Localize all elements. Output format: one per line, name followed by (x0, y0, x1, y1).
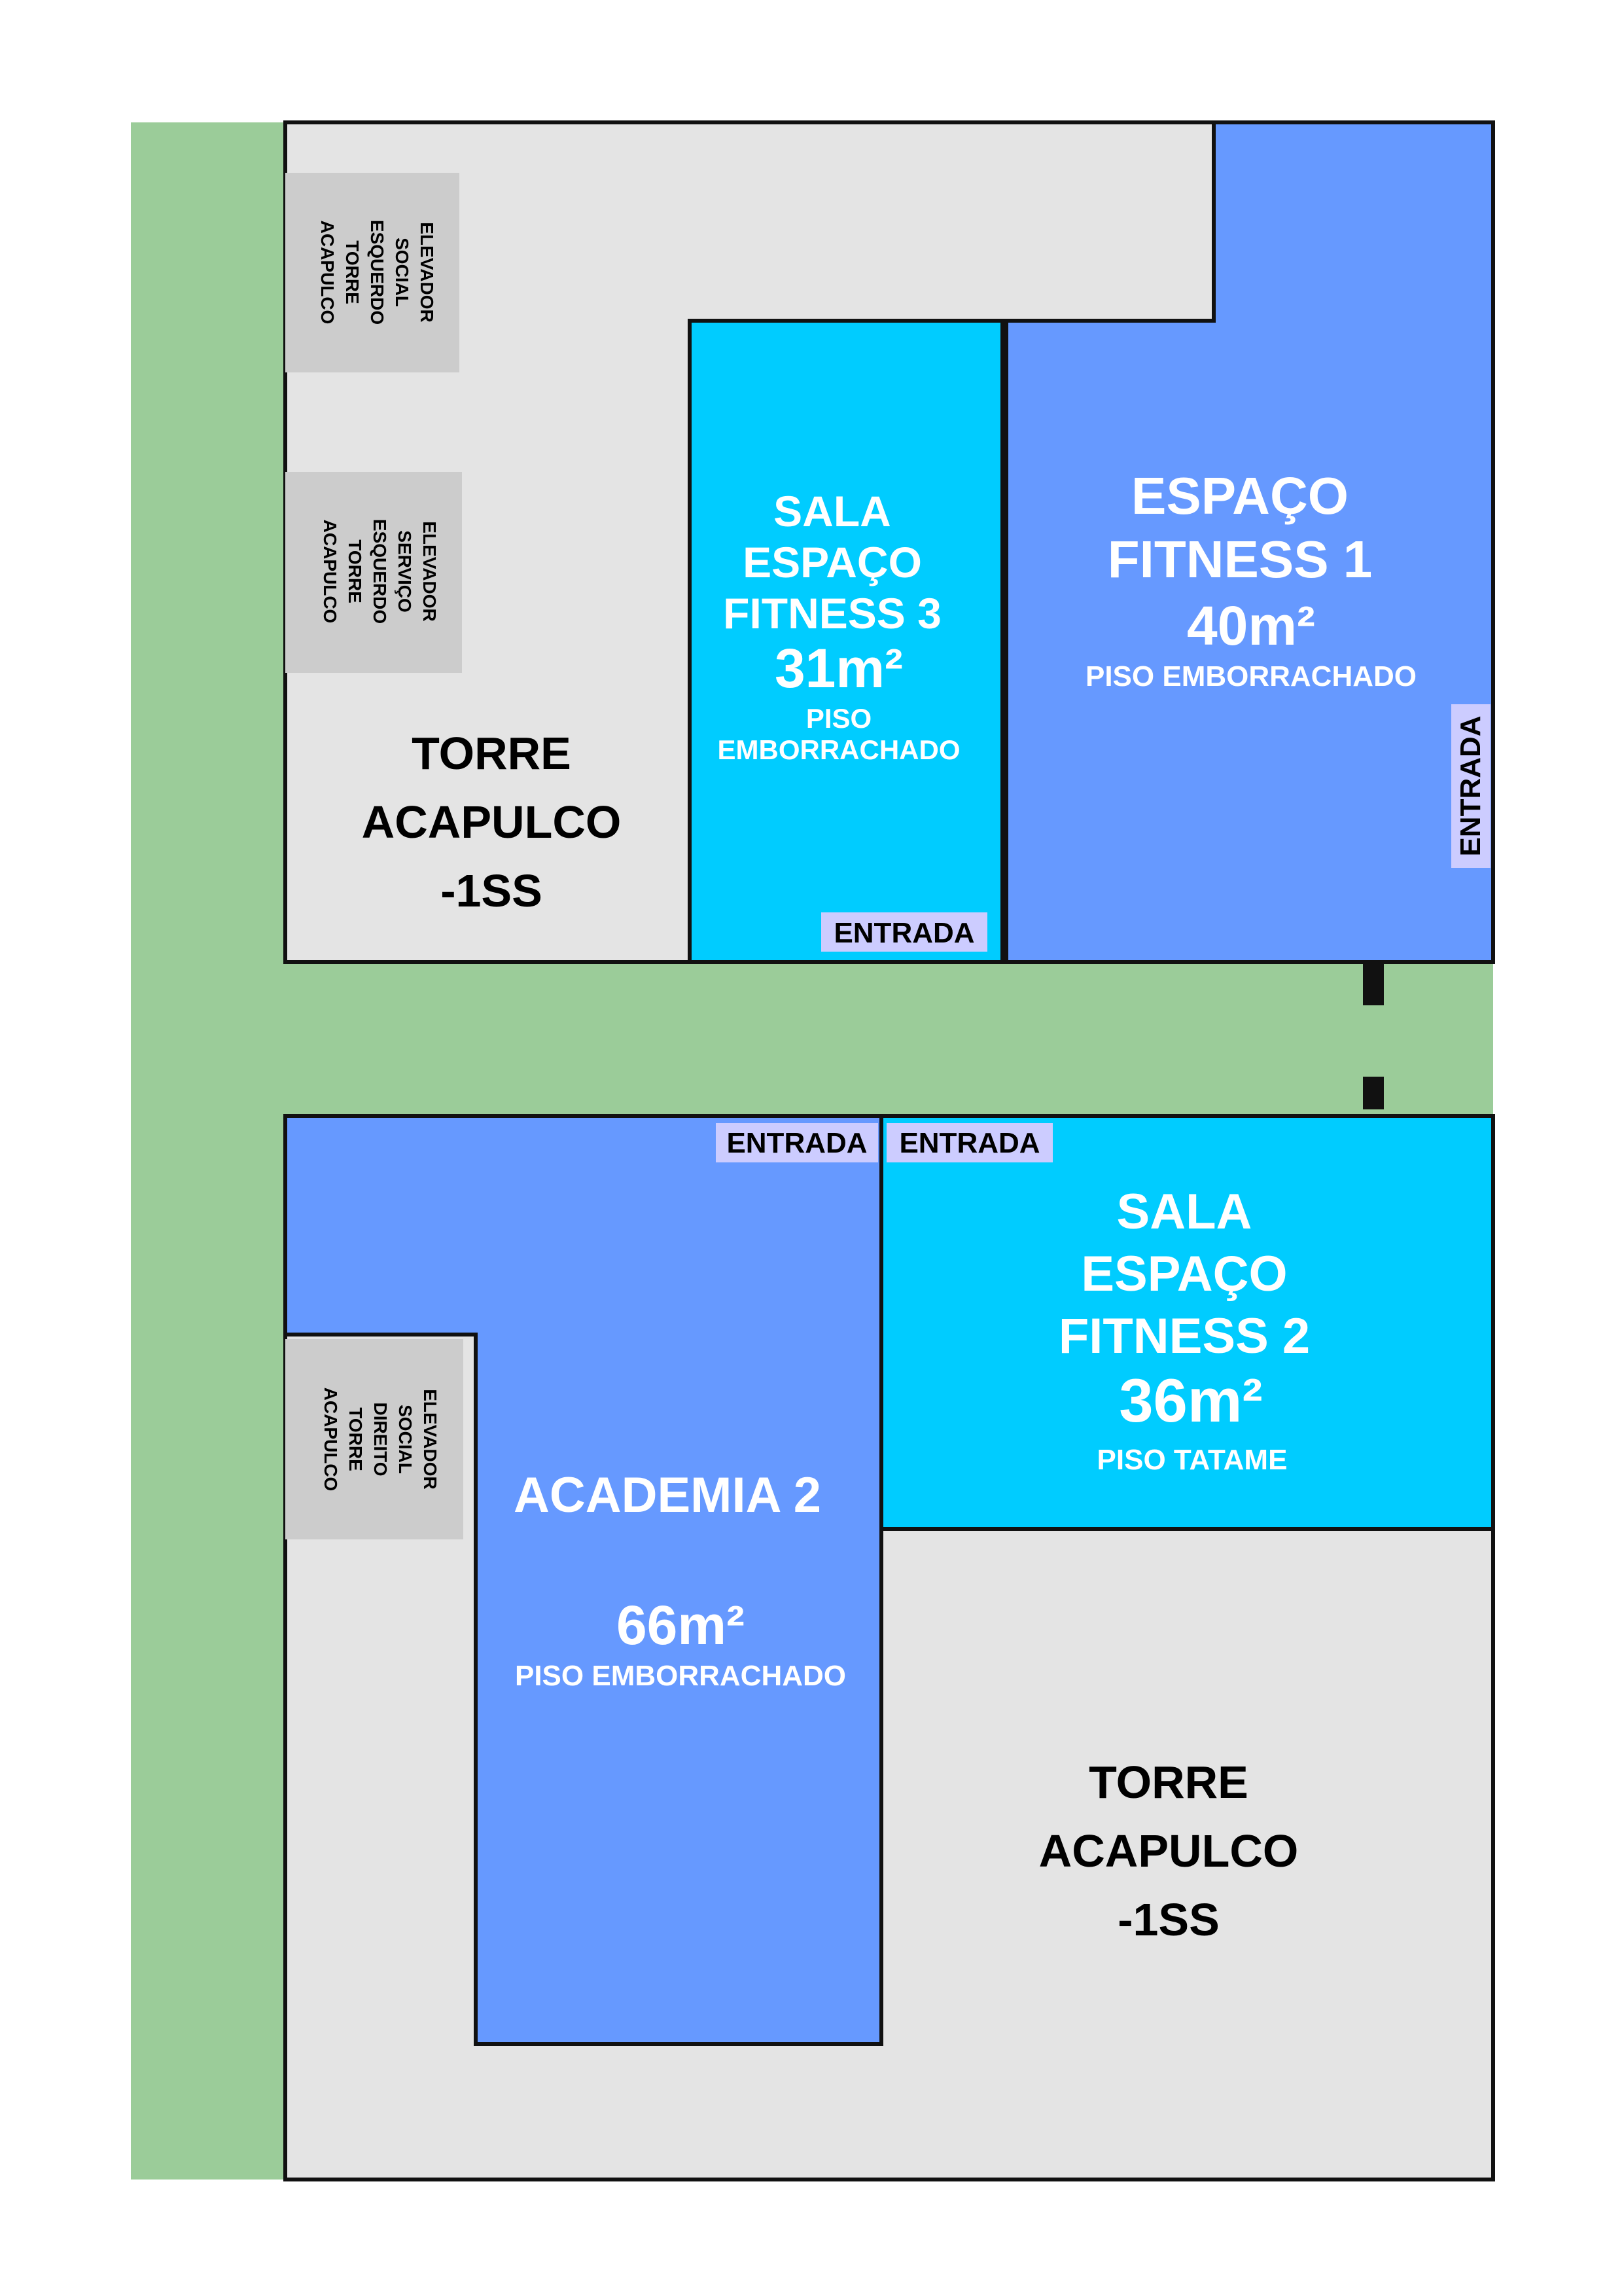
elevator-social-right (285, 1339, 463, 1539)
elevator-text-line: ELEVADOR (419, 521, 440, 622)
lower-tower-label: TORRE ACAPULCO -1SS (1039, 1757, 1299, 1945)
entry-tag-fitness2[interactable] (887, 1123, 1053, 1162)
elevator-text-line: ACAPULCO (321, 1388, 341, 1492)
room-name: ACADEMIA 2 (514, 1467, 821, 1523)
entry-label: ENTRADA (834, 917, 974, 949)
corridor-vertical (131, 122, 285, 2179)
elevator-social-right-label: ELEVADOR SOCIAL DIREITO TORRE ACAPULCO (321, 1388, 440, 1492)
elevator-text-line: TORRE (342, 240, 362, 304)
tower-label-line: TORRE (412, 728, 571, 779)
room-floor-line: EMBORRACHADO (718, 734, 961, 765)
room-name-line: ESPAÇO (1081, 1246, 1287, 1302)
corridor-horizontal (131, 962, 1493, 1116)
room-area: 36m² (1119, 1366, 1262, 1435)
elevator-text-line: ESQUERDO (367, 220, 387, 325)
room-floor: PISO EMBORRACHADO (515, 1660, 846, 1692)
entry-label: ENTRADA (726, 1127, 867, 1159)
elevator-social-left (285, 173, 459, 372)
room-name-line: FITNESS 1 (1108, 530, 1373, 588)
elevator-text-line: TORRE (345, 1407, 366, 1471)
elevator-service-left (285, 472, 462, 673)
elevator-text-line: SOCIAL (392, 238, 412, 307)
elevator-social-left-label: ELEVADOR SOCIAL ESQUERDO TORRE ACAPULCO (317, 220, 437, 325)
door-mark (1363, 962, 1384, 1005)
elevator-text-line: ELEVADOR (417, 222, 437, 323)
elevator-text-line: SERVIÇO (395, 530, 415, 613)
room-sala-espaco-fitness-2[interactable] (879, 1114, 1495, 1531)
tower-label-line: -1SS (440, 865, 542, 916)
room-sala-espaco-fitness-3[interactable] (688, 319, 1004, 964)
room-name-line: FITNESS 3 (723, 589, 942, 637)
elevator-service-left-label: ELEVADOR SERVIÇO ESQUERDO TORRE ACAPULCO (320, 519, 440, 624)
elevator-text-line: DIREITO (370, 1402, 391, 1476)
room-fitness1-text: ESPAÇO FITNESS 1 40m² PISO EMBORRACHADO (1086, 467, 1417, 692)
entry-label: ENTRADA (1455, 715, 1487, 856)
room-area: 40m² (1187, 595, 1315, 656)
room-fitness3-text: SALA ESPAÇO FITNESS 3 31m² PISO EMBORRAC… (718, 487, 961, 765)
elevator-text-line: ELEVADOR (420, 1389, 440, 1490)
room-name-line: ESPAÇO (1131, 467, 1349, 525)
entry-tag-fitness1[interactable] (1451, 704, 1491, 868)
room-name-line: SALA (773, 487, 891, 535)
room-floor-line: PISO (806, 703, 872, 734)
elevator-text-line: SOCIAL (395, 1405, 415, 1474)
room-name-line: ESPAÇO (743, 538, 922, 586)
elevator-text-line: TORRE (345, 539, 365, 603)
tower-label-line: ACAPULCO (1039, 1825, 1299, 1876)
room-area: 66m² (616, 1594, 745, 1656)
room-academia2-text: ACADEMIA 2 66m² PISO EMBORRACHADO (514, 1467, 846, 1692)
room-floor: PISO EMBORRACHADO (1086, 660, 1417, 692)
door-mark (1363, 1077, 1384, 1109)
room-floor: PISO TATAME (1097, 1444, 1288, 1476)
tower-label-line: TORRE (1089, 1757, 1248, 1808)
elevator-text-line: ACAPULCO (317, 221, 338, 325)
room-area: 31m² (775, 637, 903, 699)
tower-label-line: ACAPULCO (362, 797, 622, 848)
room-espaco-fitness-1[interactable] (1004, 120, 1495, 964)
room-name-line: FITNESS 2 (1059, 1308, 1310, 1364)
entry-label: ENTRADA (899, 1127, 1040, 1159)
tower-label-line: -1SS (1118, 1894, 1220, 1945)
entry-tag-academia2[interactable] (716, 1123, 878, 1162)
room-fitness2-text: SALA ESPAÇO FITNESS 2 36m² PISO TATAME (1059, 1184, 1310, 1476)
elevator-text-line: ESQUERDO (370, 519, 390, 624)
upper-tower-label: TORRE ACAPULCO -1SS (362, 728, 622, 916)
elevator-text-line: ACAPULCO (320, 520, 340, 624)
entry-tag-fitness3[interactable] (821, 912, 987, 952)
room-name-line: SALA (1117, 1184, 1252, 1240)
